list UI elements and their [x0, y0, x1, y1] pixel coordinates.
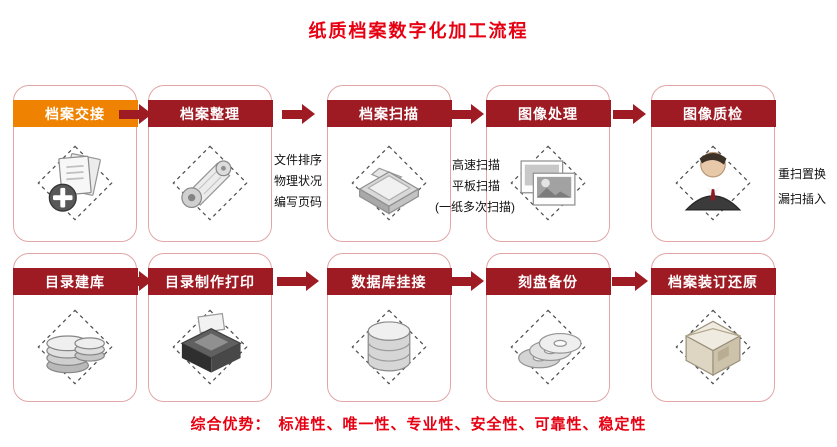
flow-arrow [451, 271, 484, 291]
note-quality-check: 重扫置换 漏扫插入 [778, 167, 827, 206]
advantages-label: 综合优势： [190, 416, 271, 433]
flow-arrow [119, 104, 152, 124]
inspector-person-icon [652, 128, 774, 237]
card-banner: 档案整理 [147, 100, 273, 127]
advantages-footer: 综合优势： 标准性、唯一性、专业性、安全性、可靠性、稳定性 [0, 413, 837, 434]
packing-box-icon [652, 296, 774, 397]
flow-arrow [119, 271, 152, 291]
note-arrangement: 文件排序 物理状况 编写页码 [274, 153, 323, 209]
card-disc-backup: 刻盘备份 [485, 253, 611, 402]
advantages-items: 标准性、唯一性、专业性、安全性、可靠性、稳定性 [278, 416, 647, 433]
card-archive-binding-restore: 档案装订还原 [650, 253, 776, 402]
add-documents-icon [14, 128, 136, 237]
card-banner: 目录制作打印 [147, 268, 273, 295]
disk-stack-icon [14, 296, 136, 397]
card-archive-scanning: 档案扫描 [326, 85, 452, 242]
flow-arrow [282, 104, 315, 124]
flow-arrow [277, 271, 319, 291]
database-cylinder-icon [328, 296, 450, 397]
card-catalog-database-building: 目录建库 [12, 253, 138, 402]
cd-discs-icon [487, 296, 609, 397]
card-image-processing: 图像处理 [485, 85, 611, 242]
flow-arrow [451, 104, 484, 124]
page-title: 纸质档案数字化加工流程 [308, 21, 529, 41]
card-banner: 图像处理 [485, 100, 611, 127]
card-banner: 档案装订还原 [650, 268, 776, 295]
card-banner: 目录建库 [12, 268, 138, 295]
flow-arrow [612, 271, 648, 291]
paper-scroll-icon [149, 128, 271, 237]
card-archive-handover: 档案交接 [12, 85, 138, 242]
flow-arrow [613, 104, 646, 124]
flatbed-scanner-icon [328, 128, 450, 237]
card-banner: 图像质检 [650, 100, 776, 127]
card-banner: 档案交接 [12, 100, 138, 127]
printer-icon [149, 296, 271, 397]
card-banner: 数据库挂接 [326, 268, 452, 295]
card-database-linking: 数据库挂接 [326, 253, 452, 402]
note-scanning: 高速扫描 平板扫描 (一纸多次扫描) [435, 158, 515, 214]
card-banner: 档案扫描 [326, 100, 452, 127]
card-catalog-printing: 目录制作打印 [147, 253, 273, 402]
card-archive-arrangement: 档案整理 [147, 85, 273, 242]
card-image-quality-check: 图像质检 [650, 85, 776, 242]
photo-images-icon [487, 128, 609, 237]
card-banner: 刻盘备份 [485, 268, 611, 295]
